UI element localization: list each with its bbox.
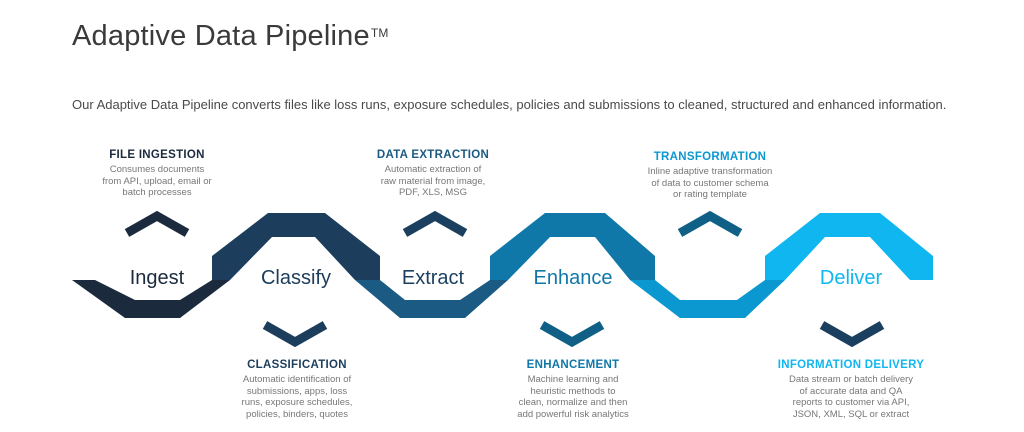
stage-label-classify: Classify xyxy=(261,267,331,289)
callout-data-extraction: DATA EXTRACTION Automatic extraction of … xyxy=(348,149,518,199)
callout-line: Automatic extraction of xyxy=(384,164,482,175)
callout-line: reports to customer via API, xyxy=(792,397,910,408)
callout-line: Automatic identification of xyxy=(242,374,352,385)
stage-label-enhance: Enhance xyxy=(534,267,613,289)
chevron-down-icon xyxy=(539,321,605,348)
callout-line: clean, normalize and then xyxy=(518,397,628,408)
callout-heading: FILE INGESTION xyxy=(109,149,205,161)
callout-heading: TRANSFORMATION xyxy=(653,151,767,163)
page-title: Adaptive Data PipelineTM xyxy=(72,20,389,52)
page-subtitle: Our Adaptive Data Pipeline converts file… xyxy=(72,97,947,112)
stage-label-ingest: Ingest xyxy=(130,267,185,289)
callout-line: JSON, XML, SQL or extract xyxy=(792,408,910,420)
callout-line: Data stream or batch delivery xyxy=(788,374,914,385)
chevron-down-icon xyxy=(819,321,885,348)
callout-line: add powerful risk analytics xyxy=(517,408,629,420)
callout-enhancement: ENHANCEMENT Machine learning and heurist… xyxy=(488,359,658,420)
trademark-mark: TM xyxy=(370,26,389,40)
callout-line: of accurate data and QA xyxy=(799,385,903,397)
band-segment-ingest xyxy=(72,280,230,318)
chevron-up-icon xyxy=(402,210,468,237)
callout-line: PDF, XLS, MSG xyxy=(398,187,468,198)
callout-heading: DATA EXTRACTION xyxy=(376,149,490,161)
callout-information-delivery: INFORMATION DELIVERY Data stream or batc… xyxy=(766,359,936,420)
stage-label-extract: Extract xyxy=(402,267,465,289)
callout-file-ingestion: FILE INGESTION Consumes documents from A… xyxy=(72,149,242,199)
callout-transformation: TRANSFORMATION Inline adaptive transform… xyxy=(625,151,795,201)
callout-line: from API, upload, email or xyxy=(102,175,212,187)
callout-line: Machine learning and xyxy=(527,374,619,385)
callout-line: policies, binders, quotes xyxy=(246,408,348,420)
callout-line: raw material from image, xyxy=(380,175,486,187)
stage-label-deliver: Deliver xyxy=(820,267,883,289)
callout-heading: ENHANCEMENT xyxy=(526,359,620,371)
callout-line: submissions, apps, loss xyxy=(246,385,348,397)
band-segment-extract xyxy=(355,280,508,318)
callout-line: or rating template xyxy=(673,189,747,200)
callout-line: batch processes xyxy=(122,187,192,198)
callout-line: Inline adaptive transformation xyxy=(647,166,773,177)
callout-heading: INFORMATION DELIVERY xyxy=(777,359,925,371)
band-segment-enhance xyxy=(490,213,655,280)
callout-classification: CLASSIFICATION Automatic identification … xyxy=(212,359,382,420)
chevron-up-icon xyxy=(124,210,190,237)
band-segment-deliver xyxy=(765,213,933,280)
band-segment-transform xyxy=(630,280,785,318)
callout-line: runs, exposure schedules, xyxy=(241,397,353,408)
callout-line: of data to customer schema xyxy=(651,177,769,189)
callout-heading: CLASSIFICATION xyxy=(247,359,347,371)
chevron-down-icon xyxy=(262,321,328,348)
callout-line: heuristic methods to xyxy=(530,385,616,397)
callout-line: Consumes documents xyxy=(109,164,205,175)
band-segment-classify xyxy=(212,213,380,280)
stage-label-transform: Transform xyxy=(666,267,756,289)
chevron-up-icon xyxy=(677,210,743,237)
